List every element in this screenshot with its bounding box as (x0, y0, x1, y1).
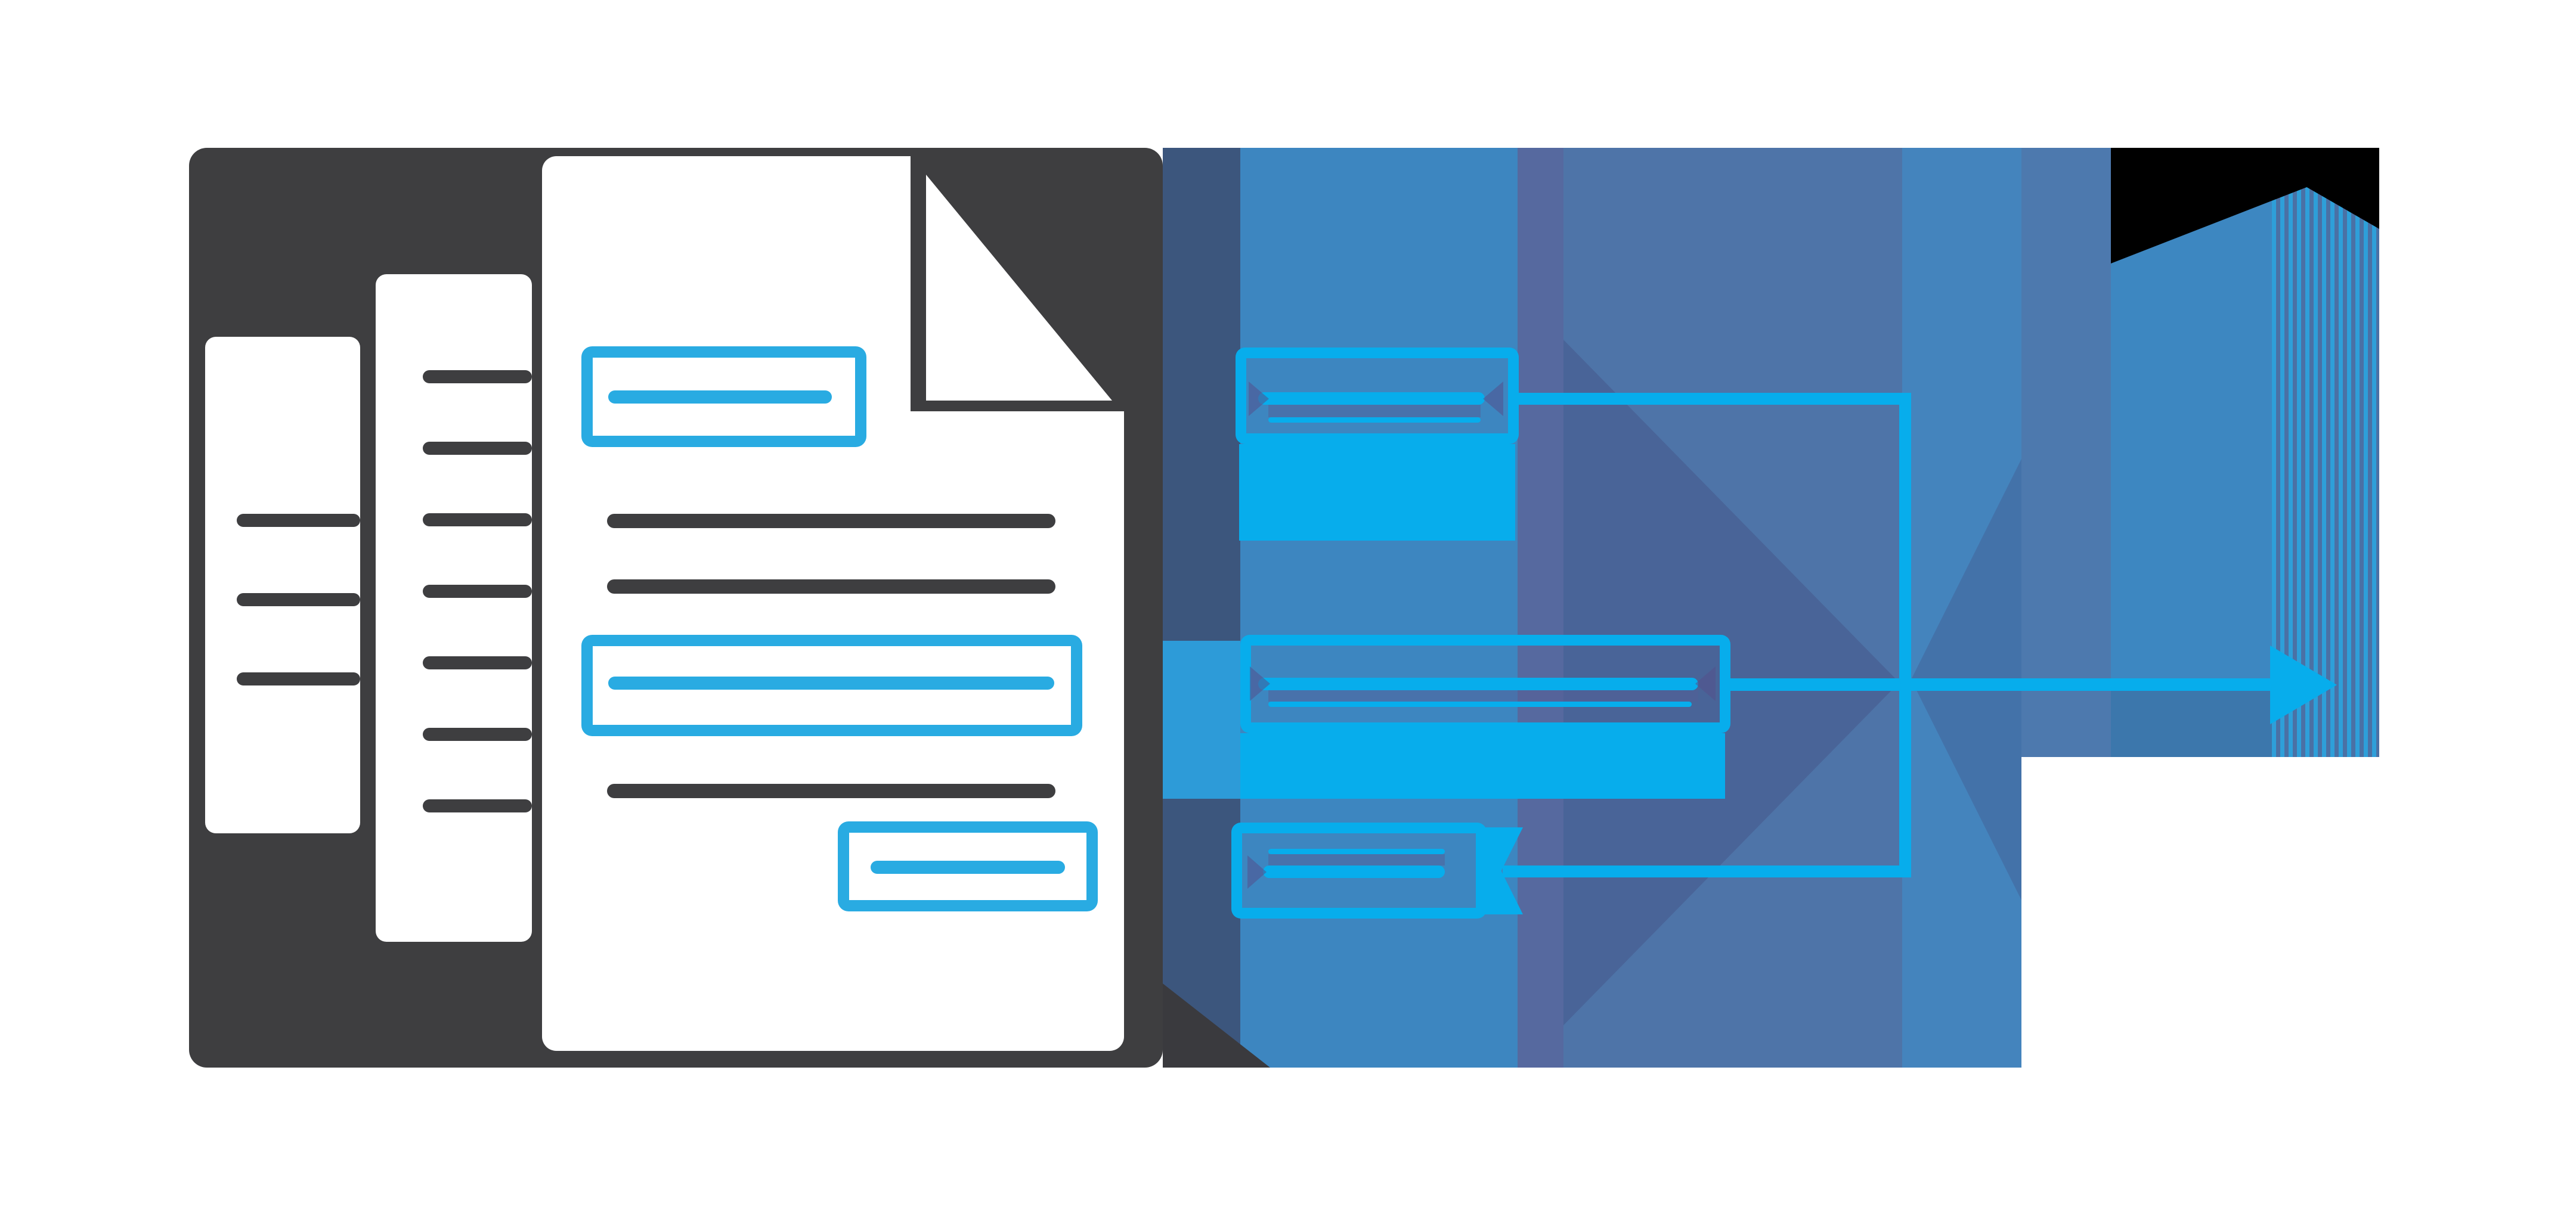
ribbon-top-block (1239, 444, 1515, 541)
connector-top (1519, 393, 1911, 405)
ribbon-top-thick-line (1258, 392, 1485, 405)
shade-below-arrow (2111, 691, 2272, 757)
ribbon-middle-thin-line (1268, 702, 1692, 707)
text-line-b (607, 579, 1055, 594)
text-line-c (607, 784, 1055, 798)
page-text-line (423, 728, 532, 741)
arrow-shaft (1730, 678, 2270, 691)
ribbon-middle-block (1240, 733, 1725, 799)
ribbon-top-thin-line (1268, 417, 1481, 423)
ribbon-middle-thick-line (1258, 678, 1698, 690)
connector-bottom (1503, 866, 1911, 877)
document-page-large (542, 156, 1124, 1051)
highlight-box-bottom (838, 821, 1098, 911)
panel-band-dark (1518, 148, 1563, 1068)
page-text-line (423, 656, 532, 669)
highlight-line-middle (608, 677, 1054, 690)
document-page-medium (376, 274, 532, 942)
ribbon-middle-sash (1268, 690, 1698, 702)
folded-corner-icon (926, 175, 1112, 401)
page-text-line (237, 514, 360, 527)
ribbon-bottom-box (1231, 823, 1487, 919)
text-line-a (607, 514, 1055, 528)
ribbon-top-box (1236, 348, 1519, 444)
ribbon-middle-box (1240, 635, 1730, 733)
page-text-line (423, 370, 532, 383)
striped-column (2272, 148, 2379, 757)
highlight-box-top (581, 346, 866, 447)
page-text-line (237, 672, 360, 685)
panel-shade-left-strip (1163, 148, 1240, 1068)
ribbon-bottom-thick-line (1263, 866, 1445, 878)
highlight-box-middle (581, 635, 1082, 736)
highlight-line-bottom (871, 861, 1065, 874)
ribbon-bottom-thin-line (1268, 849, 1445, 854)
page-text-line (423, 585, 532, 598)
page-text-line (423, 799, 532, 812)
page-text-line (423, 442, 532, 455)
panel-band-bright (1240, 148, 1518, 1068)
ribbon-bottom-sash (1268, 854, 1445, 866)
panel-bright-patch (1163, 641, 1240, 799)
connector-bracket (1899, 393, 1911, 877)
panel-band-mid (1902, 148, 2021, 1068)
page-text-line (237, 593, 360, 606)
highlight-line-top (608, 390, 832, 404)
document-page-small (205, 337, 360, 833)
ribbon-top-sash (1268, 405, 1481, 417)
page-text-line (423, 513, 532, 526)
page-body (542, 156, 1124, 1051)
